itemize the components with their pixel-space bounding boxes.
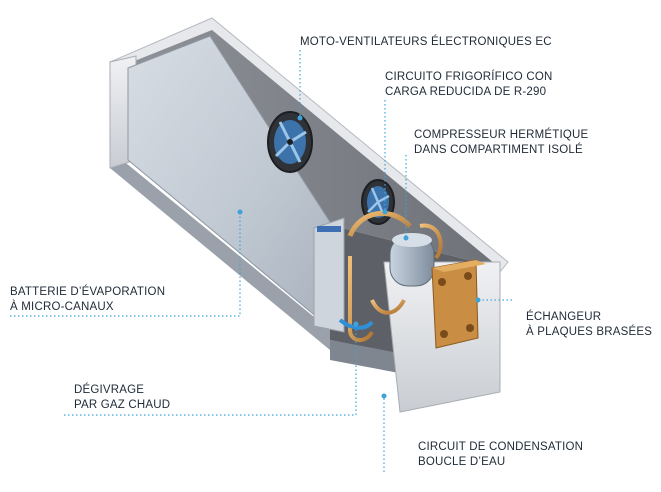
label-condensation-line-1: CIRCUIT DE CONDENSATION bbox=[418, 441, 584, 453]
leader-lines bbox=[10, 50, 512, 472]
evaporator-coil-panel bbox=[127, 35, 345, 333]
label-fans: MOTO-VENTILATEURS ÉLECTRONIQUES EC bbox=[300, 35, 552, 50]
label-defrost: DÉGIVRAGE PAR GAZ CHAUD bbox=[74, 383, 170, 413]
copper-circuit bbox=[338, 210, 443, 342]
label-condensation-line-2: BOUCLE D’EAU bbox=[418, 456, 506, 468]
label-circuit-line-2: CARGA REDUCIDA DE R-290 bbox=[385, 86, 547, 98]
label-exchanger: ÉCHANGEUR À PLAQUES BRASÉES bbox=[526, 310, 652, 340]
label-evaporator-line-1: BATTERIE D’ÉVAPORATION bbox=[10, 286, 166, 298]
label-exchanger-line-2: À PLAQUES BRASÉES bbox=[526, 326, 653, 338]
label-circuit-line-1: CIRCUITO FRIGORÍFICO CON bbox=[385, 71, 553, 83]
label-defrost-line-1: DÉGIVRAGE bbox=[74, 384, 145, 396]
label-exchanger-line-1: ÉCHANGEUR bbox=[526, 311, 602, 323]
label-evaporator: BATTERIE D’ÉVAPORATION À MICRO-CANAUX bbox=[10, 285, 165, 315]
label-evaporator-line-2: À MICRO-CANAUX bbox=[10, 301, 114, 313]
compressor-icon bbox=[389, 233, 435, 287]
label-circuit: CIRCUITO FRIGORÍFICO CON CARGA REDUCIDA … bbox=[385, 70, 553, 100]
label-compressor-line-1: COMPRESSEUR HERMÉTIQUE bbox=[414, 129, 589, 141]
label-condensation: CIRCUIT DE CONDENSATION BOUCLE D’EAU bbox=[418, 440, 583, 470]
fan-icon bbox=[267, 111, 313, 173]
label-fans-line-1: MOTO-VENTILATEURS ÉLECTRONIQUES EC bbox=[300, 36, 552, 48]
label-defrost-line-2: PAR GAZ CHAUD bbox=[74, 399, 171, 411]
plate-exchanger-icon bbox=[431, 259, 486, 349]
label-compressor-line-2: DANS COMPARTIMENT ISOLÉ bbox=[414, 144, 583, 156]
label-compressor: COMPRESSEUR HERMÉTIQUE DANS COMPARTIMENT… bbox=[414, 128, 588, 158]
